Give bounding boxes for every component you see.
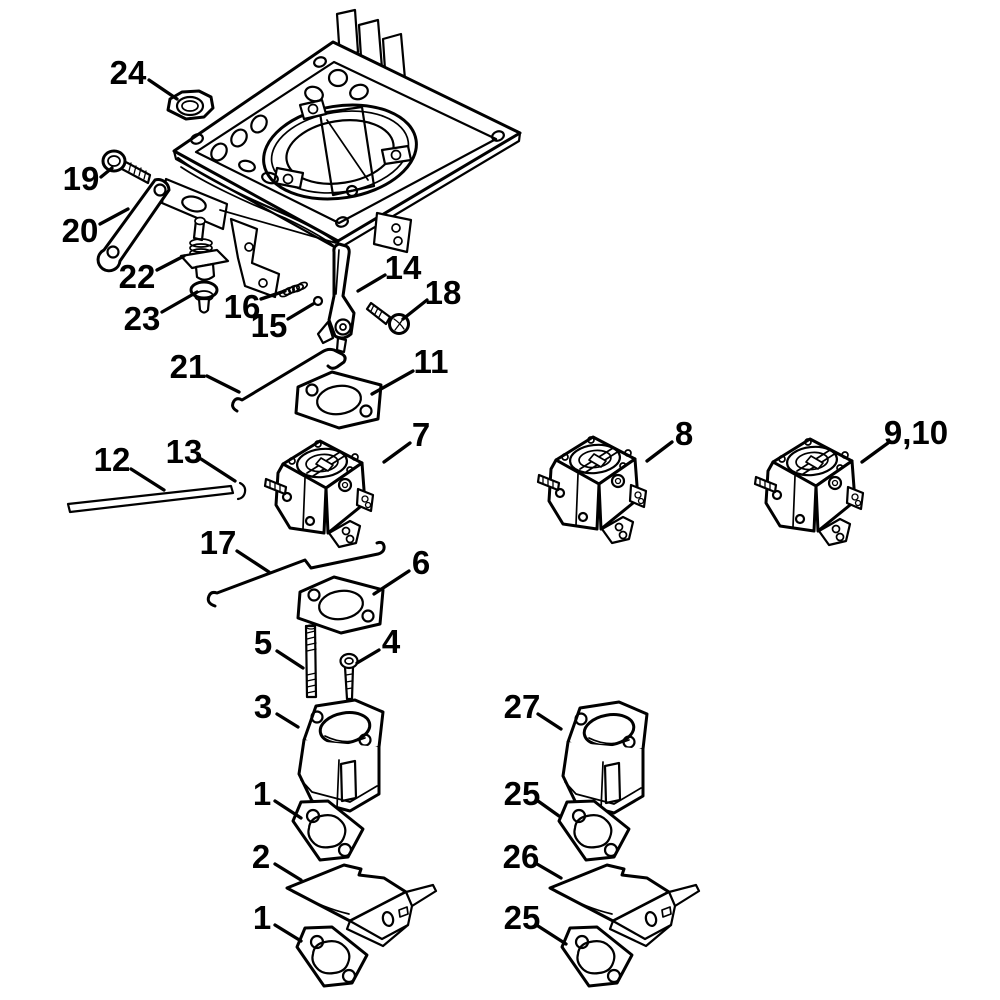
leader-line-11 bbox=[370, 369, 415, 396]
screw-18 bbox=[365, 301, 410, 335]
rod-12 bbox=[66, 484, 235, 514]
leader-line-9,10 bbox=[860, 441, 890, 464]
switch-shaft-22 bbox=[179, 216, 230, 281]
leader-line-17 bbox=[235, 549, 271, 574]
part-label-13: 13 bbox=[166, 433, 203, 470]
leader-line-2 bbox=[273, 862, 303, 882]
bracket-arm bbox=[229, 217, 281, 299]
spacer-block-3 bbox=[297, 698, 385, 813]
spacer-block-27 bbox=[561, 700, 649, 815]
part-label-3: 3 bbox=[254, 688, 272, 725]
leader-line-27 bbox=[536, 712, 563, 731]
part-label-7: 7 bbox=[412, 416, 430, 453]
leader-line-6 bbox=[372, 569, 411, 596]
part-label-23: 23 bbox=[124, 300, 161, 337]
leader-line-19 bbox=[99, 166, 114, 179]
leader-line-8 bbox=[645, 440, 674, 463]
leader-line-26 bbox=[535, 862, 563, 880]
leader-line-23 bbox=[160, 290, 199, 314]
clip-13 bbox=[236, 481, 247, 501]
part-label-21: 21 bbox=[170, 348, 207, 385]
throttle-rod-17 bbox=[206, 540, 386, 608]
leader-line-5 bbox=[275, 649, 305, 670]
spring-16 bbox=[279, 281, 308, 298]
leader-line-22 bbox=[155, 254, 186, 272]
part-label-17: 17 bbox=[200, 524, 237, 561]
leader-line-16 bbox=[259, 289, 287, 301]
engine-base-plate bbox=[160, 8, 522, 299]
collar-nut-24 bbox=[166, 89, 215, 121]
leader-line-13 bbox=[199, 457, 237, 483]
part-label-20: 20 bbox=[62, 212, 99, 249]
bracket bbox=[372, 211, 413, 254]
part-label-14: 14 bbox=[385, 249, 422, 286]
mount-hole bbox=[313, 56, 327, 68]
part-label-4: 4 bbox=[382, 623, 401, 660]
carburetor-7 bbox=[263, 439, 375, 549]
part-label-22: 22 bbox=[119, 258, 156, 295]
part-label-15: 15 bbox=[251, 307, 288, 344]
gasket-25-lower bbox=[560, 925, 634, 988]
leader-line-15 bbox=[286, 302, 315, 321]
part-label-6: 6 bbox=[412, 544, 430, 581]
carburetor-8 bbox=[536, 435, 648, 545]
part-label-25: 25 bbox=[504, 899, 541, 936]
leader-line-21 bbox=[205, 374, 241, 394]
flywheel-opening-ring bbox=[262, 103, 418, 201]
link-rod-20 bbox=[96, 178, 171, 273]
gasket-1-lower bbox=[295, 925, 369, 988]
part-label-24: 24 bbox=[110, 54, 147, 91]
leader-line-14 bbox=[356, 273, 387, 293]
screw-4 bbox=[339, 652, 359, 701]
part-label-2: 2 bbox=[252, 838, 270, 875]
part-label-19: 19 bbox=[63, 160, 100, 197]
mount-hole bbox=[491, 130, 505, 142]
leader-line-1 bbox=[273, 799, 303, 820]
leader-line-3 bbox=[275, 712, 300, 729]
part-label-16: 16 bbox=[224, 288, 261, 325]
part-label-1: 1 bbox=[253, 775, 271, 812]
choke-rod-21 bbox=[231, 347, 347, 413]
leader-line-1 bbox=[273, 923, 303, 943]
part-label-18: 18 bbox=[425, 274, 462, 311]
leader-line-25 bbox=[536, 799, 561, 818]
part-label-8: 8 bbox=[675, 415, 693, 452]
gasket-11 bbox=[294, 370, 383, 430]
ball-15 bbox=[312, 295, 324, 307]
part-label-26: 26 bbox=[503, 838, 540, 875]
leader-line-25 bbox=[536, 924, 568, 946]
leader-line-4 bbox=[355, 648, 381, 665]
part-label-27: 27 bbox=[504, 688, 541, 725]
mount-hole bbox=[190, 133, 204, 145]
part-label-1: 1 bbox=[253, 899, 271, 936]
leader-line-7 bbox=[382, 441, 412, 464]
part-label-25: 25 bbox=[504, 775, 541, 812]
leader-line-18 bbox=[401, 298, 429, 321]
screw-19 bbox=[101, 149, 152, 185]
carburetor-9-10 bbox=[753, 437, 865, 547]
part-label-5: 5 bbox=[254, 624, 272, 661]
part-label-11: 11 bbox=[414, 343, 449, 380]
leader-line-12 bbox=[129, 467, 166, 492]
leader-line-24 bbox=[147, 78, 179, 101]
grommet-23 bbox=[189, 280, 219, 314]
part-label-9,10: 9,10 bbox=[884, 414, 948, 451]
leader-line-20 bbox=[98, 207, 130, 226]
lever-14 bbox=[316, 242, 356, 354]
mount-hole bbox=[335, 216, 349, 228]
part-label-12: 12 bbox=[94, 441, 131, 478]
stud-5 bbox=[304, 624, 318, 699]
